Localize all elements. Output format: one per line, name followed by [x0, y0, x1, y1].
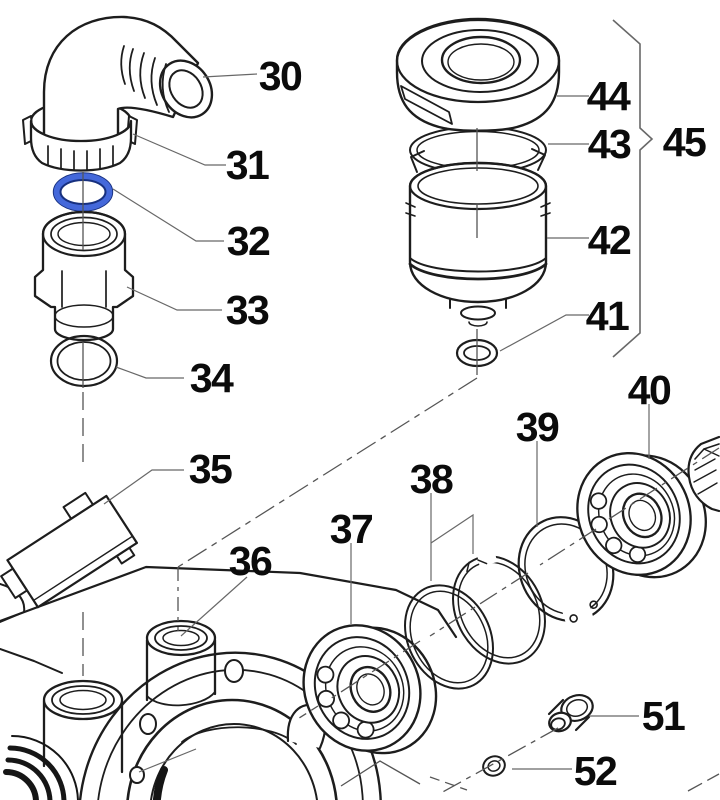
- shim-ring-b: [452, 550, 546, 665]
- part-label-35: 35: [189, 446, 232, 492]
- inlet-port-boss: [42, 679, 124, 774]
- hose-barb-ridge: [161, 63, 170, 113]
- cartridge-notch: [540, 202, 551, 217]
- cartridge-tab: [410, 150, 425, 173]
- part-label-31: 31: [226, 142, 269, 188]
- leader-lines-layer: [103, 19, 654, 773]
- cover-block: [0, 491, 138, 609]
- leader-line-30: [202, 73, 258, 78]
- group-bracket-45: [612, 19, 654, 358]
- o-ring: [49, 334, 119, 388]
- leader-line-41: [499, 314, 589, 352]
- centerline-11: [429, 572, 529, 637]
- part-label-33: 33: [226, 287, 269, 333]
- oil-plug: [547, 694, 594, 733]
- part-label-36: 36: [229, 538, 272, 584]
- plug-and-washer: [482, 694, 594, 777]
- plunger-bore-seals: [3, 735, 79, 800]
- leader-line-32: [112, 188, 224, 242]
- centerline-12: [329, 640, 421, 700]
- leader-line-34: [115, 366, 184, 379]
- leader-line-35: [103, 469, 184, 505]
- hose-barb-ridge: [150, 57, 158, 106]
- bearing-train: [281, 427, 720, 780]
- centerline-10: [539, 528, 597, 566]
- centerline-7: [177, 377, 478, 568]
- part-label-51: 51: [642, 693, 685, 739]
- part-label-40: 40: [628, 367, 671, 413]
- part-label-43: 43: [588, 121, 631, 167]
- accumulator-chain: [395, 17, 561, 368]
- hose-barb-adapter: [33, 210, 135, 342]
- hose-barb-ridge: [139, 52, 146, 99]
- centerline-14: [340, 760, 421, 787]
- part-label-34: 34: [190, 355, 234, 401]
- hose-barb-ridge: [128, 48, 135, 92]
- part-label-42: 42: [588, 217, 631, 263]
- ring-nut: [22, 115, 138, 172]
- leader-line-38-1: [430, 513, 474, 554]
- centerline-15: [429, 776, 468, 791]
- cartridge-tab: [531, 148, 546, 171]
- accumulator-cap: [395, 17, 561, 132]
- part-label-30: 30: [259, 53, 302, 99]
- pump-crankcase: [0, 565, 458, 800]
- cartridge-notch: [405, 202, 416, 217]
- crankshaft-stub: [687, 435, 720, 513]
- valve-poppet: [460, 305, 496, 321]
- centerline-13: [295, 705, 319, 721]
- leader-line-36: [180, 576, 248, 637]
- leader-line-33: [126, 286, 222, 311]
- part-label-32: 32: [227, 218, 270, 264]
- centerline-16: [687, 773, 720, 792]
- bolt-hole: [139, 713, 157, 735]
- part-label-38: 38: [410, 456, 453, 502]
- extra-leader-0: [138, 748, 197, 773]
- centerlines-layer: [82, 128, 720, 794]
- accumulator-cartridge: [405, 148, 551, 327]
- part-label-52: 52: [574, 748, 617, 794]
- bolt-hole: [224, 659, 244, 683]
- centerline-17: [440, 727, 559, 794]
- valve-port-boss: [145, 619, 217, 707]
- seal-washer: [482, 755, 506, 777]
- part-label-37: 37: [330, 506, 373, 552]
- part-label-41: 41: [586, 293, 629, 339]
- part-label-45: 45: [663, 119, 706, 165]
- part-label-39: 39: [516, 404, 559, 450]
- bolt-hole: [129, 766, 145, 784]
- leader-line-31: [132, 133, 226, 166]
- part-label-44: 44: [587, 73, 631, 119]
- hose-elbow-chain: [22, 15, 214, 388]
- cap-slot: [400, 85, 453, 125]
- elbow-hose-fitting: [42, 15, 214, 150]
- centerline-9: [605, 447, 720, 522]
- shim-ring-a: [404, 584, 494, 690]
- hose-barb-ridge: [120, 45, 126, 85]
- crankcase-flange: [78, 651, 382, 800]
